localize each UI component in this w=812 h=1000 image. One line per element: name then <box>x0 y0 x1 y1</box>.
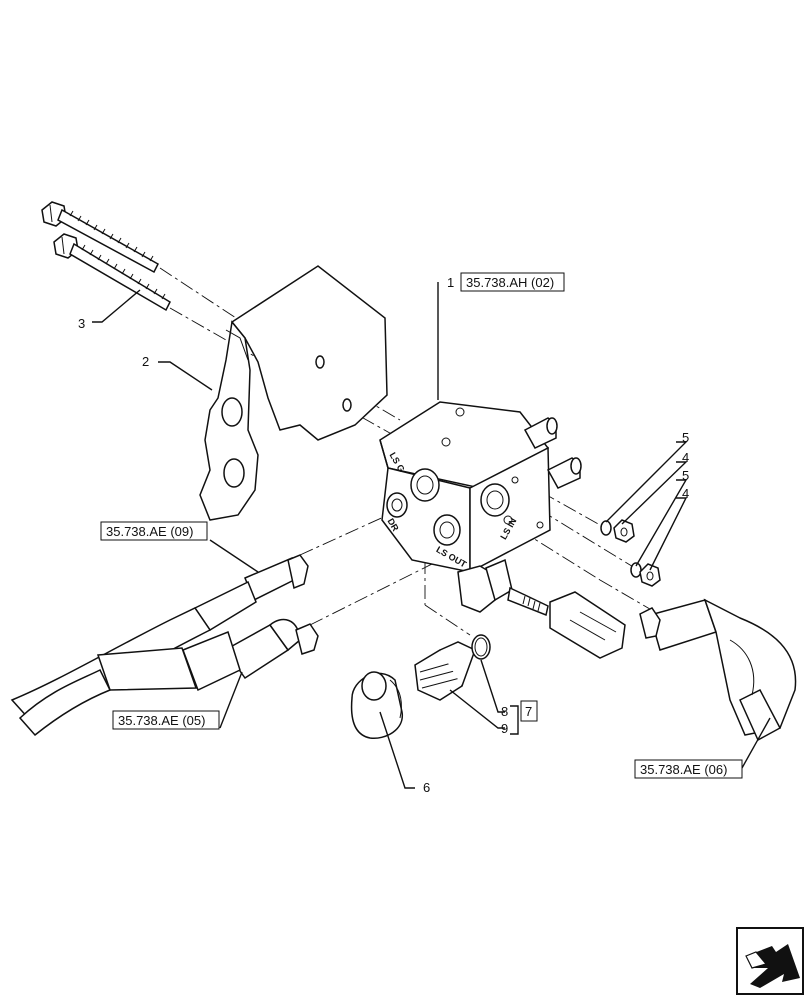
reference-ae09[interactable]: 35.738.AE (09) <box>100 521 208 541</box>
o-ring <box>471 634 491 660</box>
bolt-upper <box>41 201 159 274</box>
reference-label-ae09: 35.738.AE (09) <box>106 524 193 539</box>
hose-assembly-left <box>10 554 319 737</box>
callout-2: 2 <box>142 354 149 369</box>
plug-fitting <box>414 641 476 701</box>
hose-assembly-right <box>639 598 797 742</box>
reference-label-ae06: 35.738.AE (06) <box>640 762 727 777</box>
callout-5b: 5 <box>682 468 689 483</box>
callout-8: 8 <box>501 704 508 719</box>
cap-plug <box>350 671 403 739</box>
callout-9: 9 <box>501 721 508 736</box>
reference-ah02[interactable]: 35.738.AH (02) <box>460 272 565 292</box>
callout-4a: 4 <box>682 450 689 465</box>
seal-washers-and-nuts <box>600 519 661 587</box>
reference-ae06[interactable]: 35.738.AE (06) <box>634 759 743 779</box>
mounting-bracket <box>199 265 388 521</box>
callout-3: 3 <box>78 316 85 331</box>
reference-ae05[interactable]: 35.738.AE (05) <box>112 710 220 730</box>
callout-1: 1 <box>447 275 454 290</box>
bolt-lower <box>53 233 171 312</box>
callout-6: 6 <box>423 780 430 795</box>
leader-lines <box>92 282 771 789</box>
callout-numbers: 1 2 3 5 4 5 4 6 8 9 7 <box>78 275 689 795</box>
next-page-arrow-icon[interactable] <box>736 927 804 995</box>
callout-7: 7 <box>525 704 532 719</box>
reference-label-ae05: 35.738.AE (05) <box>118 713 205 728</box>
valve-block: LS G DR LS OUT LS IN <box>379 401 626 659</box>
callout-5a: 5 <box>682 430 689 445</box>
reference-label-ah02: 35.738.AH (02) <box>466 275 554 290</box>
callout-4b: 4 <box>682 486 689 501</box>
